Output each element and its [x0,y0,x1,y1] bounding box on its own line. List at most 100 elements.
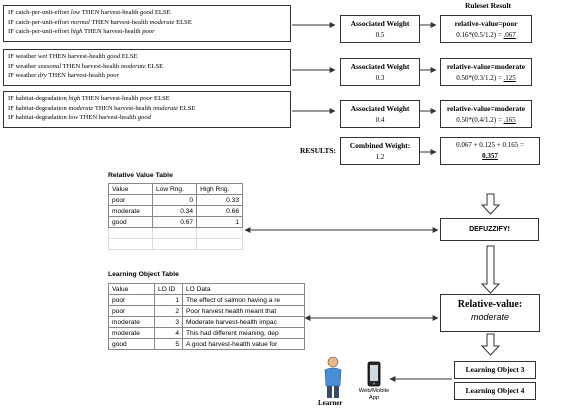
learning-object-4-box: Learning Object 4 [454,382,536,400]
rule-box-catch: IF catch-per-unit-effort low THEN harves… [3,5,291,42]
table-cell: 0.34 [152,205,198,217]
relative-value-result-value: moderate [470,312,510,322]
results-label: RESULTS: [300,146,336,155]
table-cell: good [108,338,155,350]
table-header-row: Value Low Rng. High Rng. [107,183,243,195]
learning-object-table-title: Learning Object Table [108,271,179,278]
rel-value-title: relative-value=moderate [446,62,526,71]
rel-value-formula: 0.16*(0.5/1.2) = .067 [456,31,516,39]
rule-text: IF weather [8,62,39,70]
rule-value: normal [70,18,90,26]
combined-weight-value: 1.2 [375,153,385,161]
rel-value-box-3: relative-value=moderate 0.50*(0.4/1.2) =… [440,100,532,128]
table-cell: moderate [108,327,155,339]
rule-text: THEN harvest-health [82,28,143,36]
table-row [107,227,243,239]
table-cell [196,227,243,239]
rule-line: IF habitat-degradation moderate THEN har… [8,104,290,114]
weight-title: Associated Weight [350,62,410,71]
table-cell: poor [107,194,154,206]
column-header: Low Rng. [152,183,198,195]
rule-value: moderate [120,62,146,70]
table-cell: 0.66 [196,205,243,217]
rule-value: poor [142,28,155,36]
weight-value: 0.5 [375,31,385,39]
rule-text: THEN harvest-health [89,18,150,26]
sum-result: 0.357 [482,152,498,160]
rule-box-habitat: IF habitat-degradation high THEN harvest… [3,91,291,128]
rule-line: IF catch-per-unit-effort normal THEN har… [8,18,290,28]
column-header: LO Data [182,283,305,295]
rule-text: IF weather [8,53,39,60]
weight-title: Associated Weight [350,19,410,28]
learner-label: Learner [318,399,343,407]
rel-value-title: relative-value=moderate [446,104,526,113]
rule-value: moderate [149,18,175,26]
device-label: Web/Mobile App [358,388,390,401]
rule-text: THEN harvest-health [80,9,141,16]
rel-value-result: .165 [503,116,516,124]
sum-box: 0.067 + 0.125 + 0.165 = 0.357 [440,137,540,165]
column-header: Value [108,283,155,295]
rule-box-weather: IF weather wet THEN harvest-health good … [3,49,291,86]
rule-text: ELSE [178,104,196,112]
table-cell: 4 [154,327,183,339]
rel-value-title: relative-value=poor [454,19,518,28]
rule-text: THEN harvest-health [47,53,107,60]
table-cell: Poor harvest health meant that [182,305,305,317]
table-cell: poor [108,305,155,317]
rule-text: IF habitat-degradation [8,114,69,122]
defuzzify-box: DEFUZZIFY! [440,218,539,241]
rel-value-formula: 0.50*(0.3/1.2) = .125 [456,74,516,82]
sum-formula: 0.067 + 0.125 + 0.165 = [456,141,524,149]
rel-value-box-1: relative-value=poor 0.16*(0.5/1.2) = .06… [440,15,532,43]
table-cell [152,238,198,250]
table-cell: The effect of salmon having a re [182,294,305,306]
rule-line: IF catch-per-unit-effort high THEN harve… [8,27,290,37]
relative-value-result-title: Relative-value: [457,299,523,310]
table-cell: good [107,216,154,228]
rule-value: high [70,28,83,36]
rule-text: ELSE [152,95,170,102]
table-cell: 0.33 [196,194,243,206]
weight-title: Associated Weight [350,104,410,113]
table-cell: 0.67 [152,216,198,228]
rule-line: IF weather wet THEN harvest-health good … [8,52,290,62]
rule-value: dry [38,72,47,80]
rel-value-formula: 0.50*(0.4/1.2) = .165 [456,116,516,124]
rule-line: IF weather dry THEN harvest-health poor [8,71,290,81]
rule-line: IF catch-per-unit-effort low THEN harves… [8,8,290,18]
rel-value-result: .125 [503,74,516,82]
rule-text: IF weather [8,72,39,80]
table-cell: A good harvest-health value for [182,338,305,350]
rule-value: low [70,9,81,16]
table-cell: 3 [154,316,183,328]
rule-value: seasonal [38,62,62,70]
table-cell: 2 [154,305,183,317]
rule-value: good [106,53,121,60]
table-cell: 1 [154,294,183,306]
table-cell: 5 [154,338,183,350]
rule-line: IF weather seasonal THEN harvest-health … [8,62,290,72]
column-header: LO ID [154,283,183,295]
table-row [107,238,243,250]
down-arrow-1 [480,193,501,215]
rule-text: THEN harvest-health [61,62,121,70]
weight-box-3: Associated Weight 0.4 [340,100,420,128]
mobile-device-icon [367,361,381,387]
rule-text: THEN harvest-health [46,72,107,80]
rule-value: poor [139,95,153,102]
rule-text: IF catch-per-unit-effort [8,28,71,36]
relative-value-table-title: Relative Value Table [108,172,173,179]
table-header-row: Value LO ID LO Data [108,283,305,295]
rule-value: moderate [68,104,94,112]
rule-line: IF habitat-degradation high THEN harvest… [8,94,290,104]
